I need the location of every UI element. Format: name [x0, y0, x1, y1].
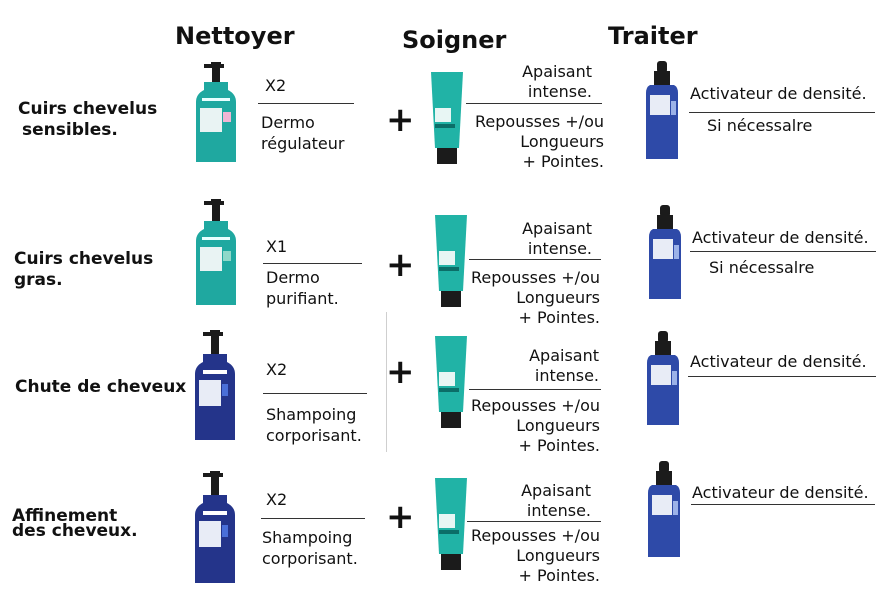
care-bottom-text: Repousses +/ou Longueurs + Pointes. [471, 396, 600, 455]
care-bottom-text: Repousses +/ou Longueurs + Pointes. [475, 112, 604, 171]
shampoo-quantity: X2 [266, 360, 288, 379]
care-top-text: Apaisant intense. [521, 481, 591, 520]
shampoo-quantity: X1 [266, 237, 288, 256]
shampoo-bottle-teal [196, 62, 236, 162]
treatment-text: Activateur de densité. [692, 228, 869, 247]
treatment-note: Si nécessalre [709, 258, 815, 277]
care-top-text: Apaisant intense. [529, 346, 599, 385]
divider [386, 312, 387, 452]
shampoo-quantity: X2 [265, 76, 287, 95]
density-serum-dropper [646, 61, 678, 159]
shampoo-bottle-teal [196, 199, 236, 305]
shampoo-name: Shampoing corporisant. [266, 405, 362, 445]
care-top-text: Apaisant intense. [522, 219, 592, 258]
treatment-text: Activateur de densité. [692, 483, 869, 502]
treatment-text: Activateur de densité. [690, 352, 867, 371]
plus-sign: + [386, 100, 415, 140]
care-tube-teal [435, 478, 467, 570]
shampoo-bottle-blue [195, 330, 235, 440]
shampoo-name: Dermo purifiant. [266, 268, 339, 308]
condition-label: Chute de cheveux [15, 377, 187, 397]
care-bottom-text: Repousses +/ou Longueurs + Pointes. [471, 526, 600, 585]
care-top-text: Apaisant intense. [522, 62, 592, 101]
shampoo-name: Shampoing corporisant. [262, 528, 358, 568]
plus-sign: + [386, 352, 415, 392]
header-soigner: Soigner [402, 26, 507, 54]
treatment-text: Activateur de densité. [690, 84, 867, 103]
density-serum-dropper [649, 205, 681, 299]
density-serum-dropper [647, 331, 679, 425]
shampoo-name: Dermo régulateur [261, 113, 345, 153]
shampoo-bottle-blue [195, 471, 235, 583]
care-tube-teal [435, 215, 467, 307]
header-nettoyer: Nettoyer [175, 22, 295, 50]
plus-sign: + [386, 245, 415, 285]
treatment-note: Si nécessalre [707, 116, 813, 135]
condition-label: Cuirs chevelus gras. [14, 249, 154, 290]
care-bottom-text: Repousses +/ou Longueurs + Pointes. [471, 268, 600, 327]
plus-sign: + [386, 497, 415, 537]
shampoo-quantity: X2 [266, 490, 288, 509]
condition-label: Affinement des cheveux. [12, 506, 138, 541]
care-tube-teal [435, 336, 467, 428]
condition-label: Cuirs chevelus sensibles. [18, 99, 158, 140]
care-tube-teal [431, 72, 463, 164]
density-serum-dropper [648, 461, 680, 557]
header-traiter: Traiter [608, 22, 698, 50]
